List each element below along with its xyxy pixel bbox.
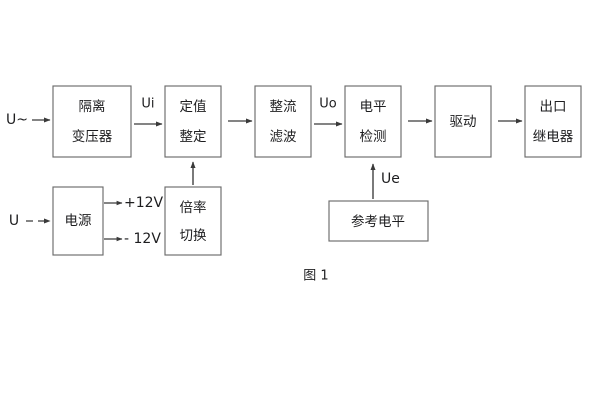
block-driver-rect [434, 85, 492, 158]
block-reference-level: 参考电平 [328, 200, 429, 242]
block-power-supply-line1: 电源 [65, 213, 92, 229]
signal-ue-label: Ue [381, 171, 400, 187]
block-isolation-transformer-rect [52, 85, 132, 158]
rail-negative-label: - 12V [124, 231, 161, 247]
block-setpoint-adjust-rect [164, 85, 222, 158]
block-output-relay-line1: 出口 [540, 99, 567, 115]
block-reference-level-line1: 参考电平 [351, 213, 405, 230]
block-setpoint-adjust: 定值 整定 [164, 85, 222, 158]
block-rectify-filter-rect [254, 85, 312, 158]
block-level-detection: 电平 检测 [344, 85, 402, 158]
block-level-detection-rect [344, 85, 402, 158]
block-isolation-transformer: 隔离 变压器 [52, 85, 132, 158]
block-multiplier-switch-line2: 切换 [180, 228, 207, 244]
block-rectify-filter: 整流 滤波 [254, 85, 312, 158]
block-rectify-filter-line1: 整流 [270, 99, 297, 115]
input-ac-source-label: U~ [6, 112, 28, 128]
block-output-relay-line2: 继电器 [533, 129, 574, 145]
figure-caption: 图 1 [303, 269, 328, 284]
block-rectify-filter-line2: 滤波 [270, 129, 297, 145]
rail-positive-label: +12V [124, 195, 164, 211]
block-multiplier-switch-line1: 倍率 [180, 199, 207, 216]
block-power-supply-rect [52, 186, 104, 256]
block-driver-line1: 驱动 [450, 114, 477, 130]
signal-uo-label: Uo [319, 97, 337, 112]
block-level-detection-line1: 电平 [360, 99, 387, 115]
block-level-detection-line2: 检测 [360, 129, 387, 145]
block-multiplier-switch-rect [164, 186, 222, 256]
input-dc-source-label: U [9, 213, 19, 229]
block-isolation-transformer-line1: 隔离 [79, 98, 106, 115]
block-isolation-transformer-line2: 变压器 [72, 129, 113, 145]
block-output-relay-rect [524, 85, 582, 158]
block-setpoint-adjust-line2: 整定 [180, 129, 207, 145]
block-driver: 驱动 [434, 85, 492, 158]
block-output-relay: 出口 继电器 [524, 85, 582, 158]
signal-ui-label: Ui [141, 97, 154, 112]
block-multiplier-switch: 倍率 切换 [164, 186, 222, 256]
block-setpoint-adjust-line1: 定值 [180, 99, 207, 115]
block-power-supply: 电源 [52, 186, 104, 256]
block-reference-level-rect [328, 200, 429, 242]
